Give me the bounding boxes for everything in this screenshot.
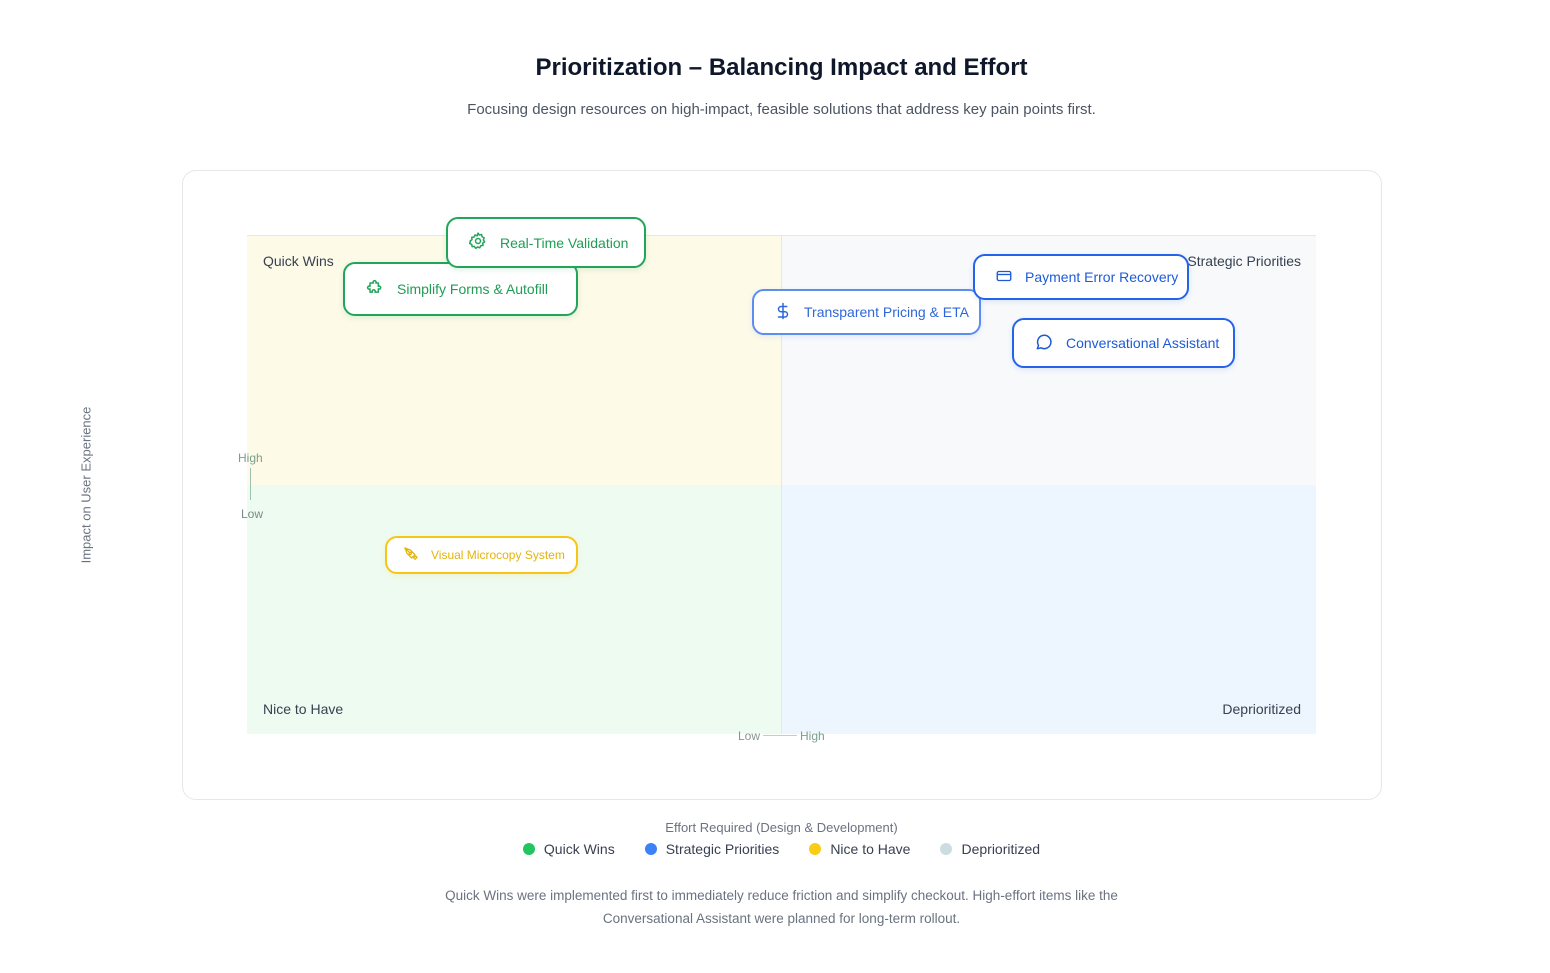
item-label: Visual Microcopy System — [431, 548, 565, 562]
y-axis-low-label: Low — [241, 507, 264, 521]
legend-item-nice-to-have: Nice to Have — [809, 841, 910, 857]
quadrant-deprioritized — [781, 485, 1316, 734]
page-title: Prioritization – Balancing Impact and Ef… — [535, 54, 1028, 81]
item-label: Real-Time Validation — [500, 234, 629, 251]
footnote: Quick Wins were implemented first to imm… — [445, 888, 1118, 926]
item-payment-error-recovery[interactable]: Payment Error Recovery — [973, 254, 1189, 300]
chat-bubble-icon — [1034, 332, 1054, 355]
legend-item-strategic-priorities: Strategic Priorities — [644, 841, 780, 857]
legend-item-quick-wins: Quick Wins — [522, 841, 615, 857]
legend-label: Nice to Have — [830, 841, 911, 857]
legend-dot — [809, 843, 822, 855]
matrix-center-divider — [781, 235, 782, 734]
quadrant-label-quick-wins: Quick Wins — [263, 253, 334, 269]
y-axis-scale-line — [250, 468, 251, 500]
item-real-time-validation[interactable]: Real-Time Validation — [446, 217, 646, 268]
item-transparent-pricing-eta[interactable]: Transparent Pricing & ETA — [752, 289, 981, 335]
legend-dot — [522, 843, 535, 855]
legend-dot — [940, 843, 953, 855]
quadrant-label-deprioritized: Deprioritized — [1222, 701, 1301, 717]
credit-card-icon — [995, 267, 1013, 288]
quadrant-label-nice-to-have: Nice to Have — [263, 701, 344, 717]
item-label: Simplify Forms & Autofill — [397, 281, 548, 297]
x-axis-low-label: Low — [738, 729, 761, 743]
gear-icon — [468, 231, 488, 254]
x-axis-label: Effort Required (Design & Development) — [665, 820, 898, 835]
item-label: Transparent Pricing & ETA — [804, 304, 969, 320]
pen-tool-icon — [403, 546, 419, 565]
dollar-icon — [774, 302, 792, 323]
legend-item-deprioritized: Deprioritized — [940, 841, 1040, 857]
legend: Quick Wins Strategic Priorities Nice to … — [0, 841, 1550, 857]
item-visual-microcopy-system[interactable]: Visual Microcopy System — [385, 536, 578, 574]
puzzle-icon — [365, 278, 385, 301]
item-label: Payment Error Recovery — [1025, 269, 1179, 285]
x-axis-scale-line — [763, 735, 797, 736]
quadrant-nice-to-have — [247, 485, 781, 734]
quadrant-label-strategic-priorities: Strategic Priorities — [1187, 253, 1301, 269]
item-label: Conversational Assistant — [1066, 335, 1220, 351]
legend-label: Quick Wins — [543, 841, 615, 857]
x-axis-high-label: High — [800, 729, 825, 743]
y-axis-high-label: High — [238, 451, 263, 465]
item-conversational-assistant[interactable]: Conversational Assistant — [1012, 318, 1235, 368]
item-simplify-forms-autofill[interactable]: Simplify Forms & Autofill — [343, 262, 578, 316]
legend-label: Strategic Priorities — [665, 841, 780, 857]
legend-label: Deprioritized — [961, 841, 1041, 857]
legend-dot — [644, 843, 657, 855]
y-axis-label: Impact on User Experience — [78, 406, 94, 564]
page-subtitle: Focusing design resources on high-impact… — [467, 101, 1096, 118]
